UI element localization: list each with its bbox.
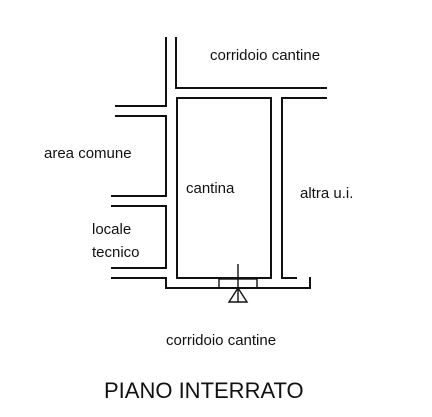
top-corridor-label: corridoio cantine	[210, 47, 320, 64]
entrance-arrow-icon	[227, 286, 249, 303]
cellar-label: cantina	[186, 180, 235, 197]
other-unit-label: altra u.i.	[300, 185, 353, 202]
plan-title: PIANO INTERRATO	[104, 378, 304, 403]
common-area-label: area comune	[44, 145, 132, 162]
entrance-symbol	[218, 264, 258, 303]
technical-room-label-line1: locale	[92, 221, 131, 238]
walls	[111, 37, 327, 289]
technical-room-label-line2: tecnico	[92, 244, 140, 261]
bottom-corridor-label: corridoio cantine	[166, 332, 276, 349]
cellar-room-outline	[176, 97, 272, 279]
